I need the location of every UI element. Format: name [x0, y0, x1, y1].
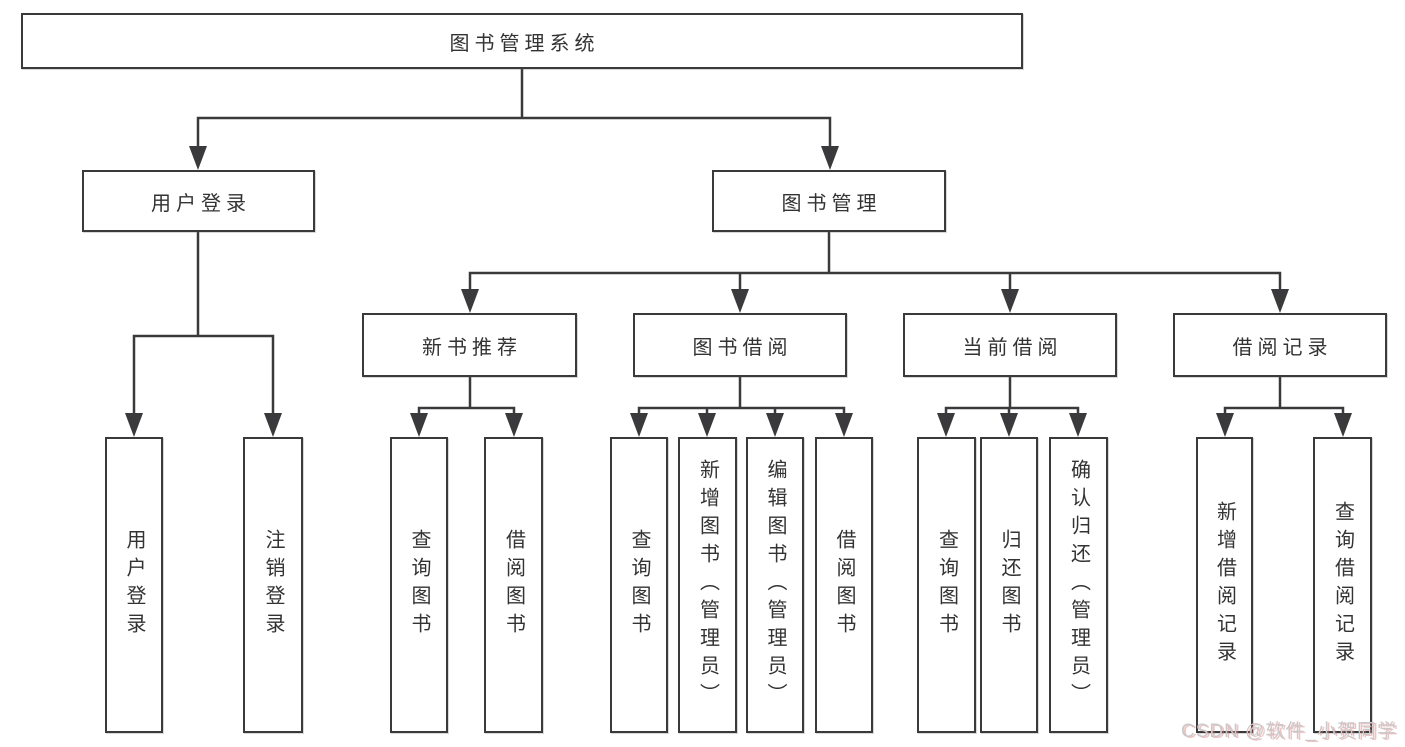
leaf-label: 查询图书: [935, 529, 958, 641]
node-new-book-recommend: 新书推荐: [362, 313, 577, 377]
leaf-label: 查询图书: [408, 529, 430, 641]
leaf-label: 确认归还（管理员）: [1067, 459, 1090, 711]
node-root-library-system: 图书管理系统: [21, 13, 1023, 69]
leaf-label: 新增图书（管理员）: [696, 459, 719, 711]
leaf-query-books-recommend: 查询图书: [390, 437, 448, 733]
node-book-management: 图书管理: [712, 170, 946, 232]
leaf-confirm-return-admin: 确认归还（管理员）: [1049, 437, 1108, 733]
leaf-query-books-borrow: 查询图书: [610, 437, 668, 733]
leaf-edit-books-admin: 编辑图书（管理员）: [746, 437, 804, 733]
node-book-borrow: 图书借阅: [633, 313, 847, 377]
leaf-label: 用户登录: [123, 529, 145, 641]
leaf-user-login: 用户登录: [105, 437, 163, 733]
leaf-label: 新增借阅记录: [1213, 501, 1236, 669]
leaf-label: 查询图书: [628, 529, 650, 641]
leaf-logout: 注销登录: [243, 437, 303, 733]
leaf-label: 注销登录: [262, 529, 284, 641]
leaf-add-books-admin: 新增图书（管理员）: [678, 437, 737, 733]
node-borrow-records: 借阅记录: [1173, 313, 1387, 377]
leaf-label: 归还图书: [998, 529, 1020, 641]
leaf-label: 借阅图书: [833, 529, 855, 641]
node-current-borrow: 当前借阅: [903, 313, 1117, 377]
leaf-return-books: 归还图书: [980, 437, 1038, 733]
csdn-watermark: CSDN @软件_小贺同学: [1181, 721, 1397, 742]
leaf-borrow-books: 借阅图书: [815, 437, 873, 733]
leaf-add-borrow-record: 新增借阅记录: [1196, 437, 1253, 733]
leaf-query-books-current: 查询图书: [917, 437, 976, 733]
node-user-login: 用户登录: [82, 170, 315, 232]
leaf-label: 查询借阅记录: [1331, 501, 1354, 669]
leaf-label: 借阅图书: [502, 529, 525, 641]
leaf-label: 编辑图书（管理员）: [764, 459, 786, 711]
leaf-query-borrow-record: 查询借阅记录: [1313, 437, 1372, 733]
leaf-borrow-books-recommend: 借阅图书: [484, 437, 543, 733]
